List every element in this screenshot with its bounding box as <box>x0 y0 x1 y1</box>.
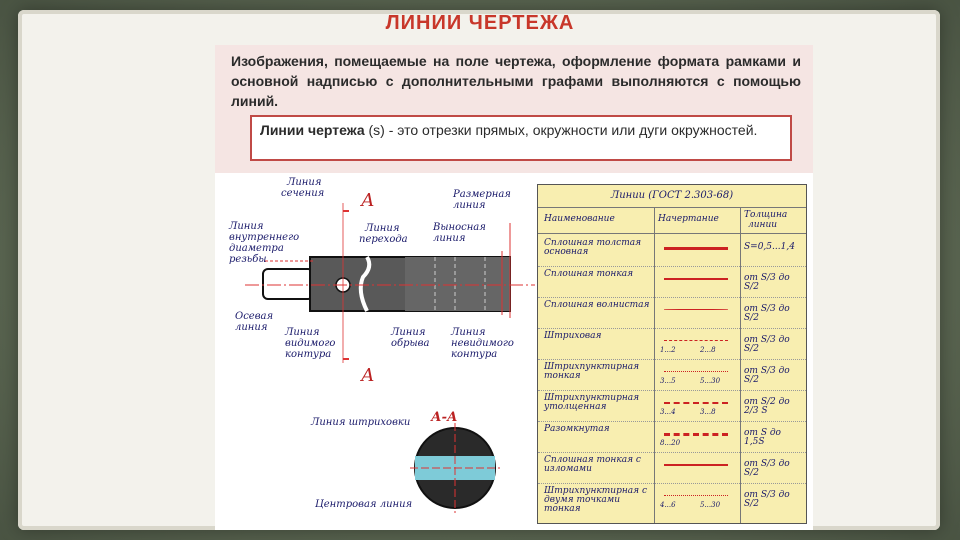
section-view <box>410 423 500 513</box>
lines-table: Линии (ГОСТ 2.303-68) Наименование Начер… <box>537 184 807 524</box>
table-row-dim: 1...2 <box>660 346 676 354</box>
table-row-sample <box>664 495 728 496</box>
label-thread-2: внутреннего <box>229 232 299 243</box>
label-visible-2: видимого <box>285 338 335 349</box>
table-row-sample <box>664 433 728 436</box>
table-row-sample <box>664 309 728 310</box>
table-row-dim: 8...20 <box>660 439 681 447</box>
table-row-thickness: от S/3 до S/2 <box>744 304 790 323</box>
table-row-name: Штрихпунктирная утолщенная <box>544 393 640 412</box>
table-row-sample <box>664 371 728 372</box>
definition-term: Линии чертежа <box>260 122 365 138</box>
definition-text: Линии чертежа (s) - это отрезки прямых, … <box>260 120 786 140</box>
table-row-dim: 2...8 <box>700 346 716 354</box>
label-invisible-3: контура <box>451 349 497 360</box>
label-break-2: обрыва <box>391 338 429 349</box>
table-row-thickness: S=0,5...1,4 <box>744 242 795 252</box>
shaft-part <box>245 203 535 363</box>
table-row-sample <box>664 247 728 250</box>
label-extension-1: Выносная <box>432 222 486 233</box>
table-row-sample <box>664 464 728 466</box>
table-row-name: Сплошная толстая основная <box>544 238 642 257</box>
table-row-dim: 3...8 <box>700 408 716 416</box>
definition-rest: (s) - это отрезки прямых, окружности или… <box>364 122 758 138</box>
table-row-sample <box>664 278 728 280</box>
label-dimension-2: линия <box>453 200 485 211</box>
label-center-line: Центровая линия <box>315 499 412 510</box>
table-row-thickness: от S до 1,5S <box>744 428 781 447</box>
table-row-thickness: от S/2 до 2/3 S <box>744 397 790 416</box>
drawing-figure: Линия сечения А Размерная линия Линия вн… <box>215 173 813 530</box>
label-section-letter-bottom: А <box>359 365 375 386</box>
table-row-thickness: от S/3 до S/2 <box>744 490 790 509</box>
table-row-thickness: от S/3 до S/2 <box>744 459 790 478</box>
label-thread-3: диаметра <box>229 243 284 254</box>
definition-box: Линии чертежа (s) - это отрезки прямых, … <box>250 115 792 161</box>
label-axis-2: линия <box>235 322 267 333</box>
table-row-name: Штриховая <box>544 331 602 341</box>
drawing-labels: Линия сечения А Размерная линия Линия вн… <box>228 177 514 510</box>
table-row-name: Сплошная волнистая <box>544 300 650 310</box>
label-thread-4: резьбы <box>229 254 266 265</box>
table-row-dim: 3...4 <box>660 408 676 416</box>
label-axis-1: Осевая <box>235 311 273 322</box>
label-transition-2: перехода <box>359 234 408 245</box>
intro-text: Изображения, помещаемые на поле чертежа,… <box>231 53 801 109</box>
section-strokes <box>343 210 349 360</box>
table-row-thickness: от S/3 до S/2 <box>744 366 790 385</box>
label-visible-1: Линия <box>284 327 319 338</box>
col-style-header: Начертание <box>658 214 719 224</box>
slide-title: ЛИНИИ ЧЕРТЕЖА <box>385 12 575 34</box>
table-row-sample <box>664 340 728 341</box>
label-transition-1: Линия <box>364 223 399 234</box>
table-row-name: Разомкнутая <box>544 424 610 434</box>
table-row-dim: 4...6 <box>660 501 676 509</box>
label-section-name: А-А <box>430 410 458 425</box>
intro-panel: Изображения, помещаемые на поле чертежа,… <box>215 45 813 173</box>
label-thread-1: Линия <box>228 221 263 232</box>
shaft-head <box>405 257 510 311</box>
table-row-dim: 5...30 <box>700 377 721 385</box>
col-thickness-header-1: Толщина <box>744 210 788 220</box>
label-dimension-1: Размерная <box>452 189 511 200</box>
table-row-name: Сплошная тонкая <box>544 269 634 279</box>
table-row-sample <box>664 402 728 404</box>
shaft-small-step <box>262 268 314 300</box>
drawing-svg: Линия сечения А Размерная линия Линия вн… <box>228 177 535 513</box>
label-hatching: Линия штриховки <box>310 417 410 428</box>
label-break-1: Линия <box>390 327 425 338</box>
label-section-1: Линия <box>286 177 321 188</box>
break-line <box>358 255 372 312</box>
table-row-name: Штрихпунктирная тонкая <box>544 362 640 381</box>
label-invisible-1: Линия <box>450 327 485 338</box>
label-section-2: сечения <box>281 188 324 199</box>
table-row-name: Сплошная тонкая с изломами <box>544 455 641 474</box>
col-name-header: Наименование <box>544 214 615 224</box>
label-extension-2: линия <box>433 233 465 244</box>
table-row-dim: 5...30 <box>700 501 721 509</box>
label-section-letter-top: А <box>359 190 375 211</box>
table-row-thickness: от S/3 до S/2 <box>744 335 790 354</box>
col-thickness-header-2: линии <box>748 220 778 230</box>
table-row-dim: 3...5 <box>660 377 676 385</box>
table-row-name: Штрихпунктирная с двумя точками тонкая <box>544 486 648 514</box>
label-visible-3: контура <box>285 349 331 360</box>
table-row-thickness: от S/3 до S/2 <box>744 273 790 292</box>
table-header: Линии (ГОСТ 2.303-68) <box>610 190 734 201</box>
label-invisible-2: невидимого <box>451 338 514 349</box>
